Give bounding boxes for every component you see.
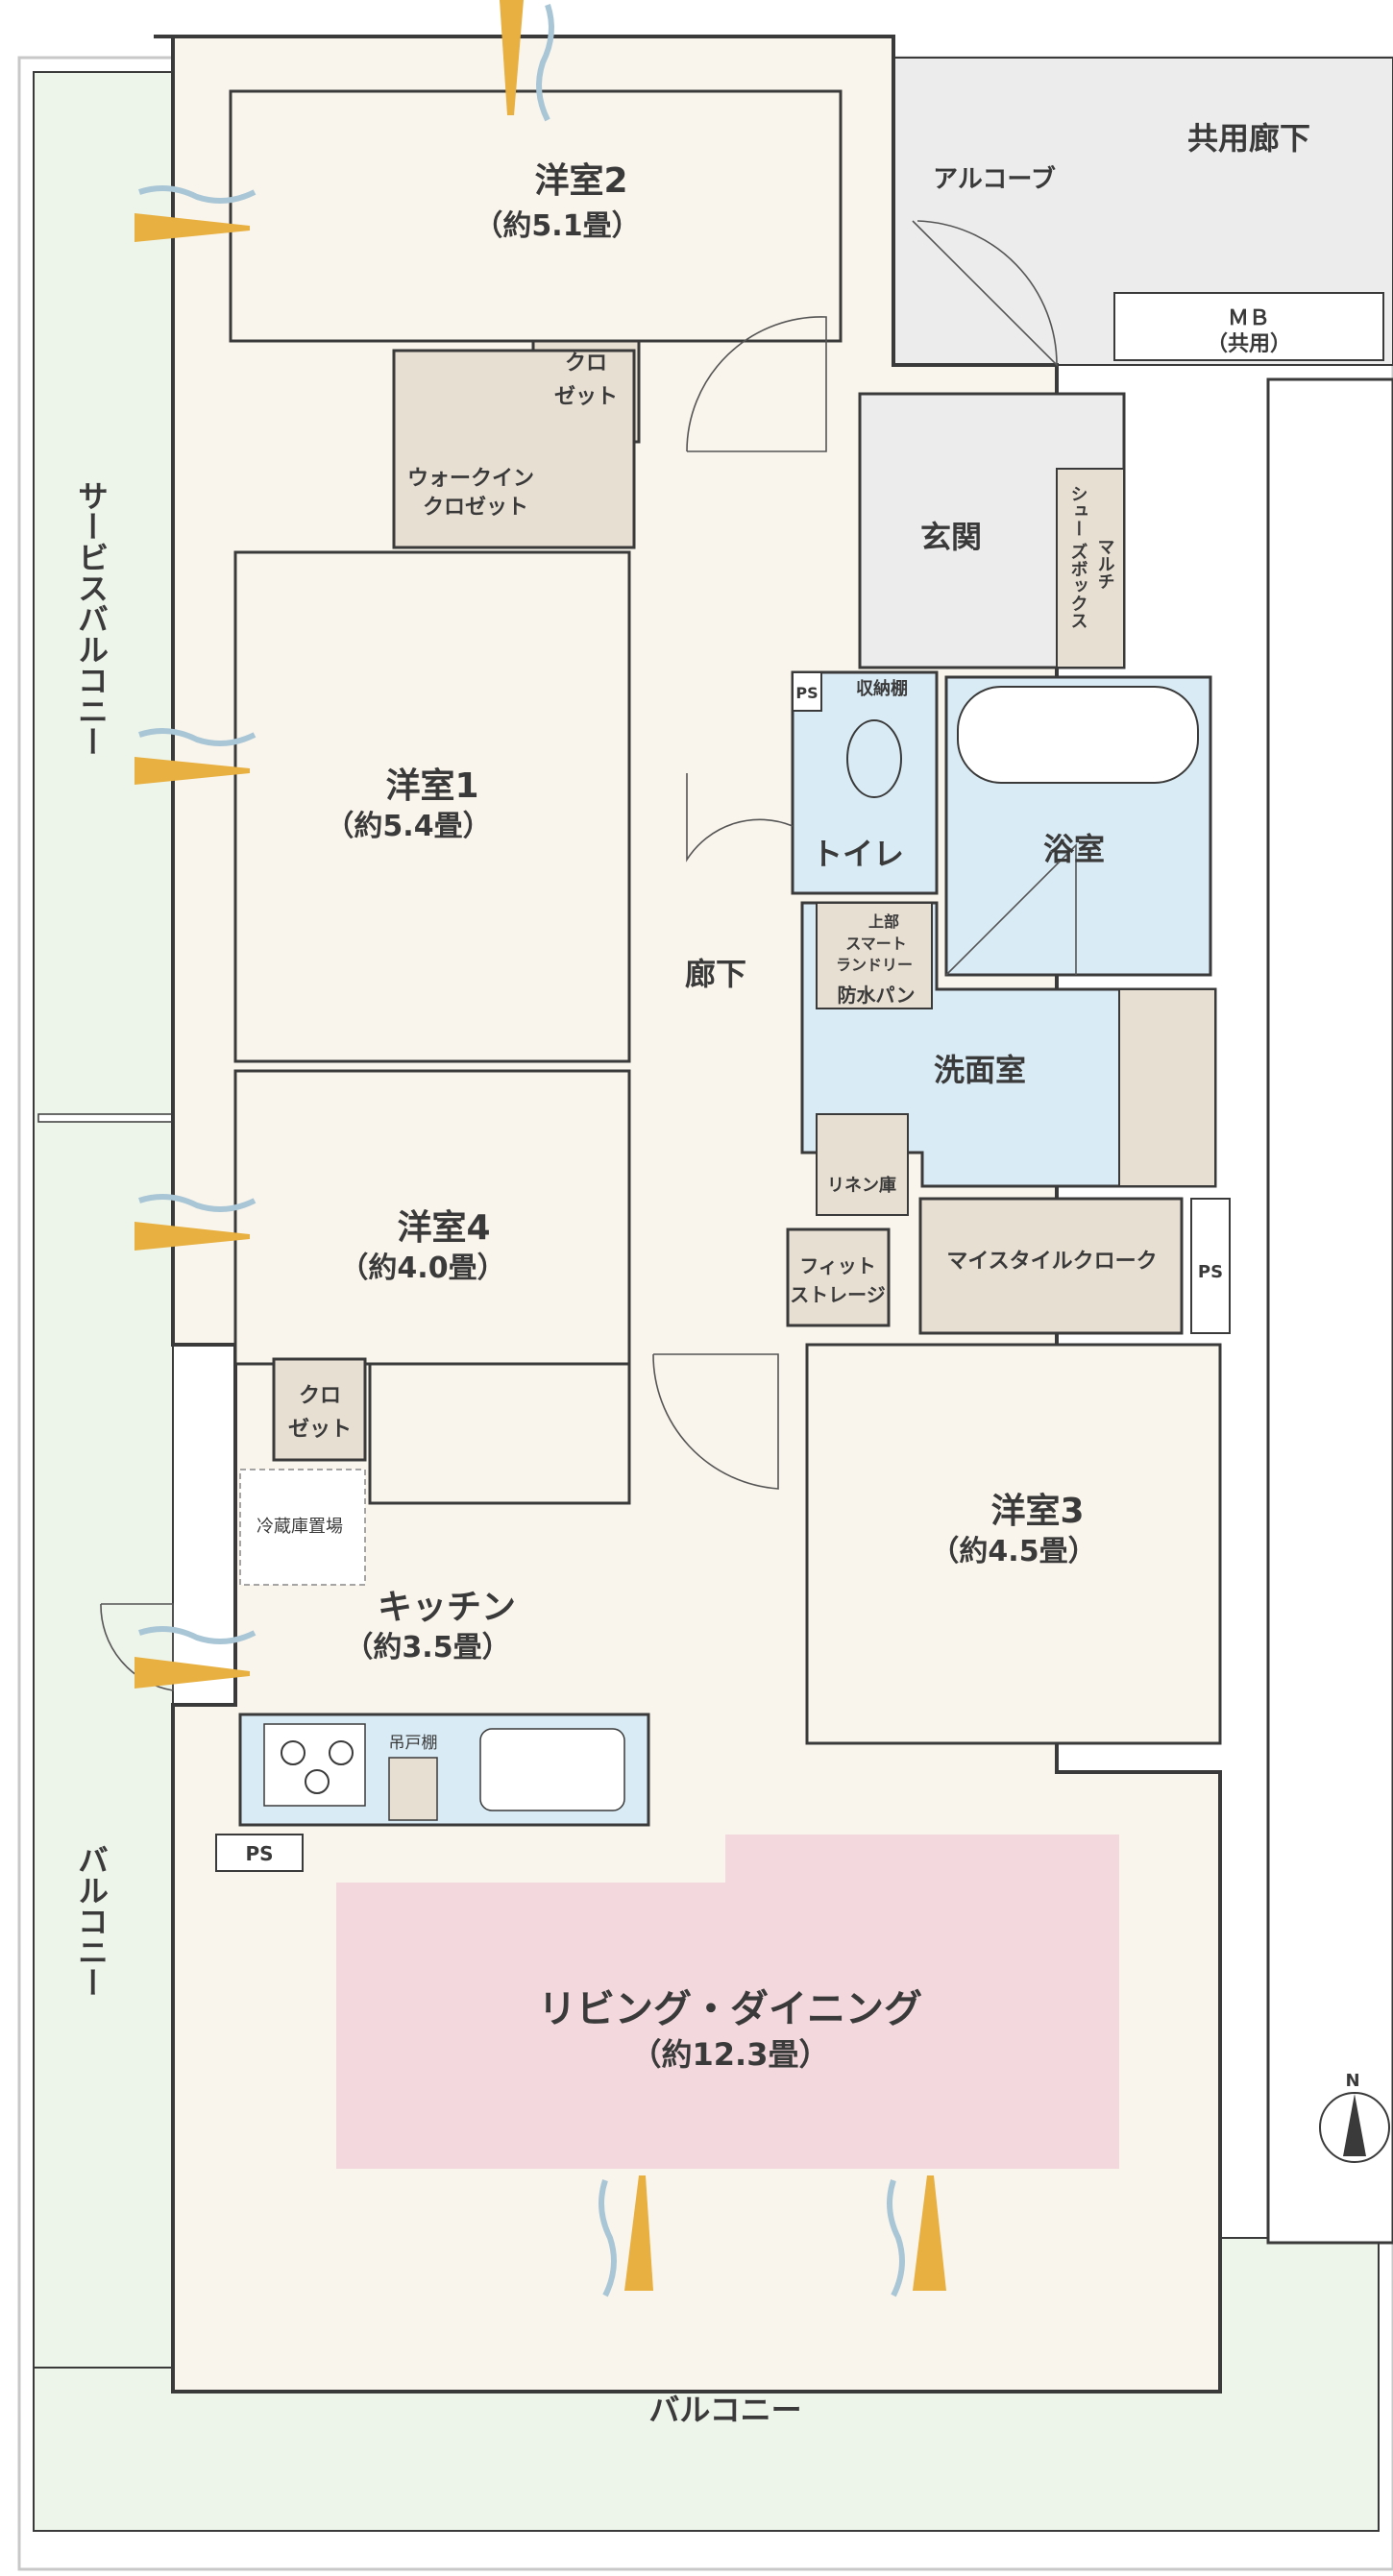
entrance-label: 玄関 bbox=[920, 519, 982, 555]
mb-box bbox=[1113, 292, 1384, 361]
ps-kitchen bbox=[215, 1834, 304, 1872]
shoes-box bbox=[1056, 468, 1125, 668]
ps-label: PS bbox=[1198, 1262, 1223, 1282]
shelf-label: 収納棚 bbox=[856, 678, 908, 699]
bath-label: 浴室 bbox=[1043, 831, 1105, 867]
laundry-space bbox=[816, 902, 933, 1009]
airflow-icon bbox=[599, 2175, 653, 2297]
linen-label: リネン庫 bbox=[827, 1175, 896, 1196]
airflow-icon bbox=[887, 2175, 946, 2297]
ps-cloak bbox=[1190, 1198, 1231, 1334]
room-size: （約5.4畳） bbox=[325, 810, 491, 843]
airflow-icon bbox=[134, 1194, 257, 1251]
shoes-box-label: シュー ズボックス マルチ bbox=[1068, 485, 1115, 629]
room-name: リビング・ダイニング bbox=[538, 1987, 922, 2031]
mystyle-cloak bbox=[918, 1197, 1184, 1335]
pan-label: 防水パン bbox=[838, 984, 916, 1007]
door-bath bbox=[945, 843, 1077, 976]
linen-cabinet bbox=[816, 1113, 909, 1216]
vanity bbox=[1118, 988, 1216, 1187]
living-highlight bbox=[336, 1835, 1119, 2169]
burner-icon bbox=[305, 1769, 330, 1794]
door-kitchen bbox=[100, 1603, 174, 1691]
door-room3 bbox=[652, 1353, 779, 1490]
fridge-label: 冷蔵庫置場 bbox=[257, 1517, 343, 1537]
ps-label: PS bbox=[245, 1842, 273, 1865]
airflow-icon bbox=[134, 185, 257, 242]
room-size: （約3.5畳） bbox=[344, 1631, 510, 1665]
airflow-icon bbox=[500, 0, 554, 122]
north-label: N bbox=[1345, 2071, 1359, 2091]
alcove-label: アルコーブ bbox=[933, 164, 1056, 194]
service-balcony-label: サービスバルコニー bbox=[73, 480, 110, 757]
fit-storage-label: ストレージ bbox=[790, 1283, 886, 1306]
svg-text:マルチ: マルチ bbox=[1095, 538, 1115, 590]
room-name: 洋室4 bbox=[397, 1208, 490, 1248]
walkin-label: クロゼット bbox=[423, 496, 528, 520]
ps-toilet bbox=[792, 671, 822, 712]
mb-label: （共用） bbox=[1207, 332, 1291, 356]
closet-label: クロ bbox=[299, 1384, 341, 1408]
room4-lower bbox=[368, 1362, 631, 1505]
north-compass-icon: N bbox=[1319, 2071, 1390, 2163]
service-balcony-area bbox=[33, 71, 174, 2532]
toilet-icon bbox=[846, 719, 902, 798]
room-size: （約4.0畳） bbox=[339, 1252, 505, 1285]
western-room-4 bbox=[233, 1069, 631, 1366]
door-toilet bbox=[686, 773, 794, 863]
room-size: （約4.5畳） bbox=[930, 1535, 1096, 1568]
toilet-label: トイレ bbox=[812, 836, 904, 872]
closet-room4 bbox=[272, 1357, 367, 1462]
room-name: 洋室3 bbox=[990, 1492, 1084, 1531]
western-room-3 bbox=[805, 1343, 1222, 1745]
hanging-shelf bbox=[388, 1757, 438, 1821]
walkin-label: ウォークイン bbox=[407, 467, 534, 491]
western-room-2 bbox=[229, 89, 843, 343]
room-name: 洋室2 bbox=[534, 161, 627, 201]
bathtub bbox=[957, 686, 1199, 784]
closet-label: クロ bbox=[565, 352, 607, 376]
corridor-label: 廊下 bbox=[685, 956, 746, 992]
airflow-icon bbox=[134, 1626, 257, 1689]
walk-in-closet bbox=[392, 349, 636, 549]
balcony-divider bbox=[37, 1113, 174, 1123]
western-room-1 bbox=[233, 550, 631, 1063]
laundry-label: ランドリー bbox=[836, 956, 913, 974]
room-name: キッチン bbox=[378, 1588, 516, 1627]
fit-storage bbox=[786, 1227, 891, 1327]
fit-storage-label: フィット bbox=[799, 1254, 876, 1277]
mystyle-label: マイスタイルクローク bbox=[946, 1250, 1157, 1274]
mb-label: ＭＢ bbox=[1228, 306, 1270, 330]
door-entrance bbox=[912, 220, 1058, 367]
laundry-label: 上部 bbox=[868, 912, 899, 931]
balcony-label-left: バルコニー bbox=[73, 1844, 110, 1998]
room-name: 洋室1 bbox=[385, 766, 478, 806]
ps-label: PS bbox=[795, 684, 818, 702]
burner-icon bbox=[329, 1740, 354, 1765]
burner-icon bbox=[281, 1740, 305, 1765]
fridge-space bbox=[239, 1469, 366, 1586]
svg-text:ズボックス: ズボックス bbox=[1068, 542, 1088, 629]
airflow-icon bbox=[134, 728, 257, 785]
washroom-label: 洗面室 bbox=[934, 1052, 1026, 1088]
door-room2 bbox=[686, 316, 827, 452]
closet-label: ゼット bbox=[288, 1418, 352, 1442]
right-exterior-wall bbox=[1266, 377, 1393, 2245]
room-size: （約5.1畳） bbox=[474, 209, 640, 243]
hanging-shelf-label: 吊戸棚 bbox=[389, 1734, 438, 1753]
room-size: （約12.3畳） bbox=[631, 2036, 830, 2073]
common-corridor-label: 共用廊下 bbox=[1187, 120, 1310, 157]
balcony-label-bottom: バルコニー bbox=[648, 2392, 801, 2428]
closet-label: ゼット bbox=[554, 385, 618, 409]
svg-text:シュー: シュー bbox=[1068, 485, 1088, 537]
laundry-label: スマート bbox=[845, 935, 907, 953]
sink bbox=[479, 1728, 625, 1811]
